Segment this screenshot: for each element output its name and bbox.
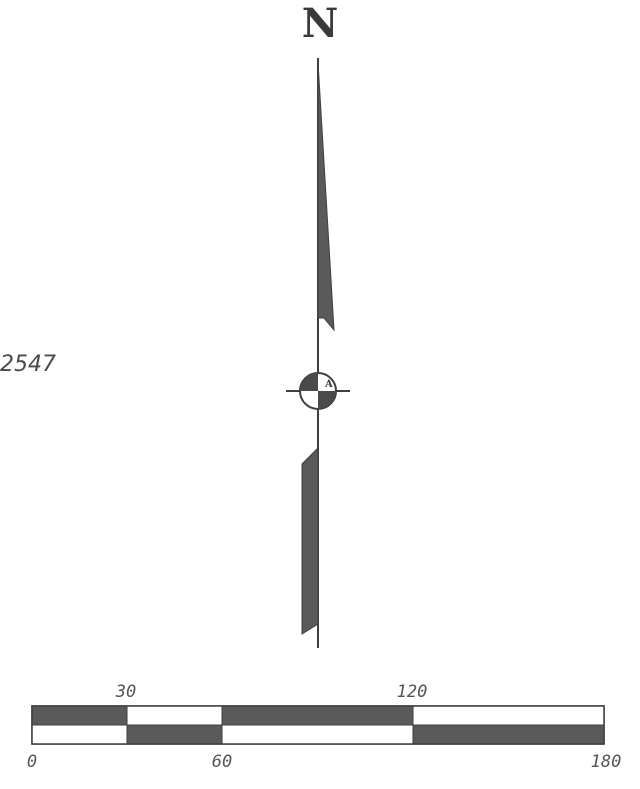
scale-seg-top-2 bbox=[127, 706, 222, 725]
scale-label-30: 30 bbox=[115, 682, 137, 702]
compass-letter-a: A bbox=[324, 379, 333, 390]
scale-label-0: 0 bbox=[26, 752, 38, 772]
compass-center-mark: A F bbox=[286, 372, 350, 410]
scale-label-180: 180 bbox=[590, 752, 622, 772]
scale-seg-top-4 bbox=[413, 706, 604, 725]
scale-seg-top-1 bbox=[32, 706, 127, 725]
scale-seg-top-3 bbox=[222, 706, 413, 725]
compass-letter-f: F bbox=[304, 394, 311, 405]
scale-label-60: 60 bbox=[211, 752, 233, 772]
scale-seg-bottom-4 bbox=[413, 725, 604, 744]
scale-bar bbox=[31, 705, 605, 745]
map-id-text: 2547 bbox=[0, 352, 56, 377]
scale-label-120: 120 bbox=[396, 682, 428, 702]
north-pointer-lower bbox=[301, 446, 319, 635]
north-pointer-upper bbox=[317, 61, 335, 332]
scale-seg-bottom-3 bbox=[222, 725, 413, 744]
scale-seg-bottom-2 bbox=[127, 725, 222, 744]
north-label: N bbox=[301, 0, 339, 47]
scale-seg-bottom-1 bbox=[32, 725, 127, 744]
